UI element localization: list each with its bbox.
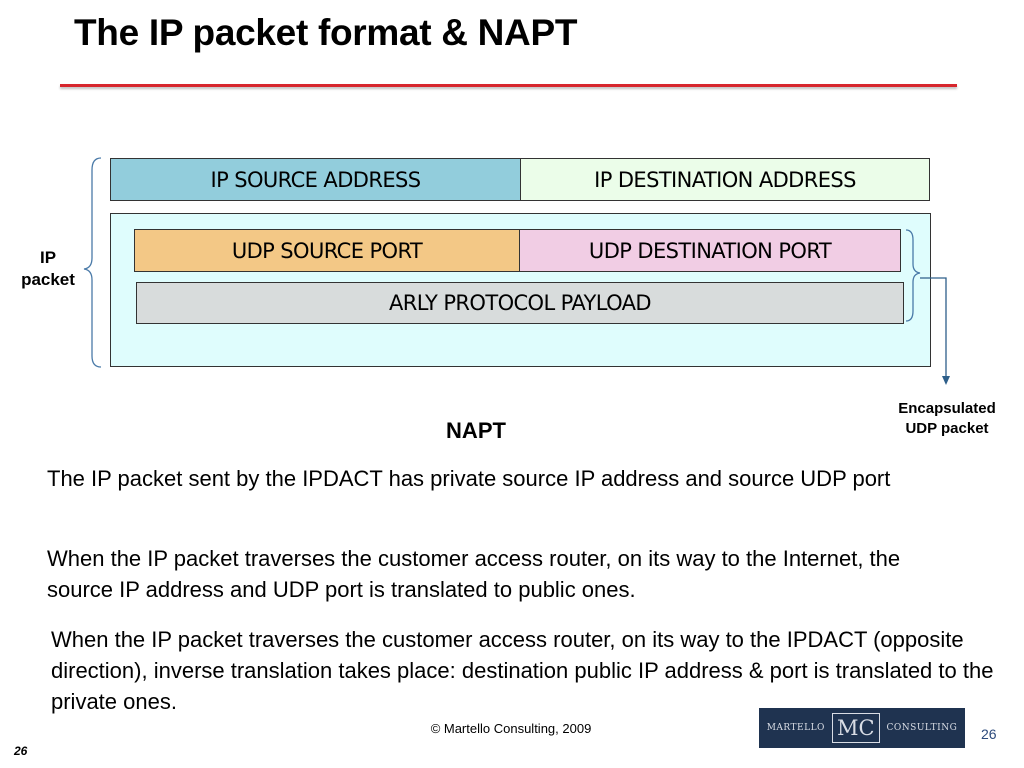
udp-source-port-field: UDP SOURCE PORT xyxy=(134,229,520,272)
encapsulated-label-line1: Encapsulated xyxy=(898,400,996,417)
ip-packet-label-line2: packet xyxy=(21,270,75,289)
ip-packet-brace xyxy=(83,157,102,368)
ip-source-address-field: IP SOURCE ADDRESS xyxy=(110,158,521,201)
paragraph-3: When the IP packet traverses the custome… xyxy=(51,627,994,714)
encapsulated-udp-label: Encapsulated UDP packet xyxy=(876,399,1018,439)
ip-packet-label: IP packet xyxy=(4,247,92,291)
encapsulated-arrow-line xyxy=(920,277,947,377)
paragraph-2: When the IP packet traverses the custome… xyxy=(47,546,901,602)
copyright-text: © Martello Consulting, 2009 xyxy=(430,721,592,736)
logo-monogram: MC xyxy=(831,713,880,743)
title-underline xyxy=(60,84,957,87)
napt-heading: NAPT xyxy=(446,418,506,443)
paragraph-1: The IP packet sent by the IPDACT has pri… xyxy=(47,466,891,491)
slide-number-left: 26 xyxy=(14,744,28,758)
ip-destination-address-field: IP DESTINATION ADDRESS xyxy=(520,158,930,201)
logo-right-word: CONSULTING xyxy=(886,723,958,733)
slide-number-right: 26 xyxy=(981,726,997,742)
martello-consulting-logo: MARTELLO MC CONSULTING xyxy=(759,708,965,748)
logo-left-word: MARTELLO xyxy=(766,723,825,733)
ip-packet-label-line1: IP xyxy=(39,248,57,267)
encapsulated-label-line2: UDP packet xyxy=(905,420,989,437)
encapsulated-arrow-head xyxy=(942,376,950,385)
payload-field: ARLY PROTOCOL PAYLOAD xyxy=(136,282,904,324)
udp-destination-port-field: UDP DESTINATION PORT xyxy=(519,229,901,272)
udp-packet-brace xyxy=(905,229,921,322)
slide-title: The IP packet format & NAPT xyxy=(74,12,578,53)
